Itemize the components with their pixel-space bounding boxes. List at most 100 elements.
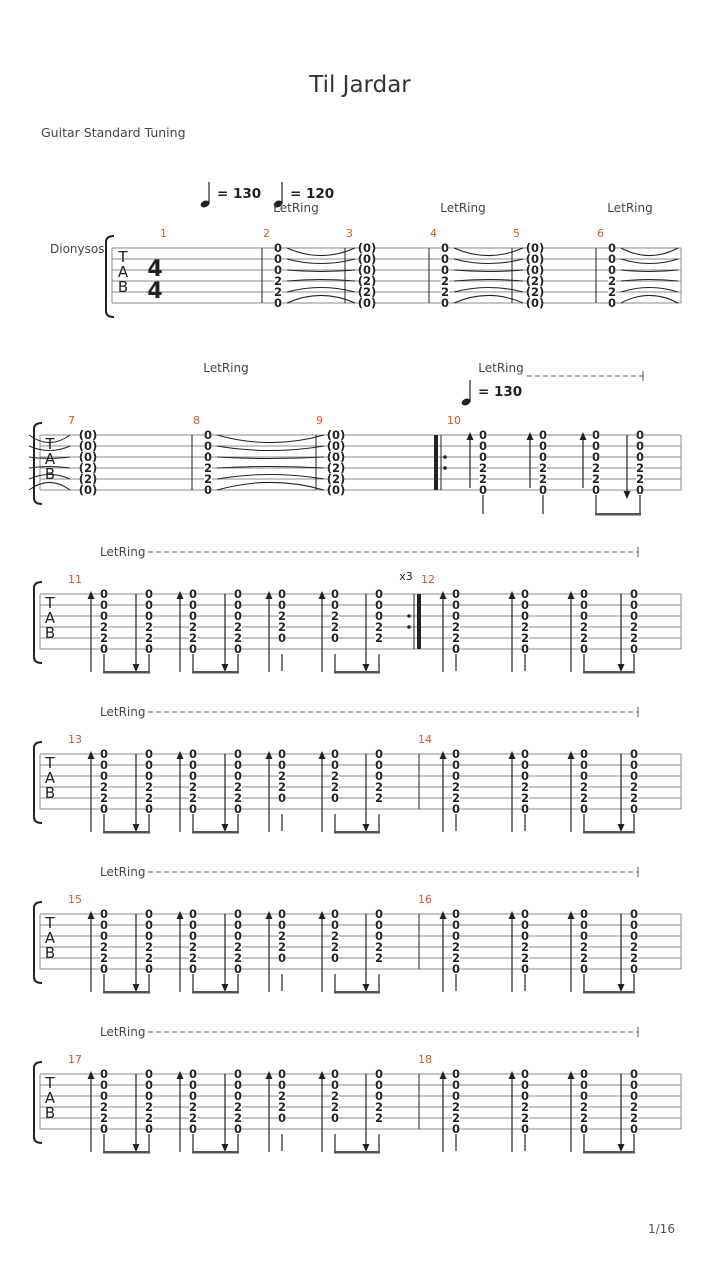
fret-number: 0	[145, 962, 153, 976]
let-ring-tie	[216, 473, 325, 480]
downstroke-arrow-icon	[132, 664, 140, 672]
fret-bg	[145, 770, 153, 782]
fret-bg	[189, 792, 197, 804]
fret-number: 0	[539, 450, 547, 464]
let-ring-tie	[28, 434, 71, 444]
fret-bg	[100, 792, 108, 804]
fret-number: 0	[630, 1122, 638, 1136]
let-ring-label: LetRing	[100, 865, 145, 879]
fret-bg	[145, 1123, 153, 1135]
measure-number: 6	[597, 227, 604, 240]
fret-number: (2)	[358, 285, 377, 299]
fret-number: 0	[331, 747, 339, 761]
fret-bg	[274, 275, 282, 287]
let-ring-tie	[620, 294, 679, 304]
fret-bg	[527, 264, 543, 276]
fret-bg	[375, 632, 383, 644]
fret-number: 2	[521, 631, 529, 645]
fret-number: 0	[189, 918, 197, 932]
fret-number: 2	[189, 631, 197, 645]
fret-number: 0	[204, 428, 212, 442]
page-title: Til Jardar	[309, 72, 411, 98]
fret-bg	[452, 941, 460, 953]
fret-bg	[278, 930, 286, 942]
fret-number: 0	[145, 1122, 153, 1136]
fret-bg	[636, 440, 644, 452]
measure-number: 5	[513, 227, 520, 240]
let-ring-label: LetRing	[100, 705, 145, 719]
fret-bg	[278, 952, 286, 964]
fret-bg	[328, 462, 344, 474]
fret-bg	[331, 1101, 339, 1113]
fret-number: 0	[521, 1067, 529, 1081]
staff-bracket	[33, 422, 43, 505]
fret-number: 2	[145, 631, 153, 645]
fret-number: 0	[375, 747, 383, 761]
tempo-note-icon	[461, 398, 471, 406]
fret-bg	[331, 621, 339, 633]
upstroke-arrow-icon	[579, 432, 587, 440]
fret-bg	[479, 451, 487, 463]
fret-number: 2	[630, 791, 638, 805]
fret-bg	[527, 275, 543, 287]
downstroke-arrow-icon	[362, 1144, 370, 1152]
fret-number: 0	[630, 929, 638, 943]
let-ring-tie	[286, 287, 356, 293]
fret-number: 0	[630, 769, 638, 783]
fret-bg	[145, 803, 153, 815]
fret-bg	[375, 1079, 383, 1091]
fret-bg	[234, 1101, 242, 1113]
fret-bg	[359, 275, 375, 287]
fret-bg	[636, 473, 644, 485]
fret-number: 0	[145, 1089, 153, 1103]
fret-number: 2	[278, 1089, 286, 1103]
fret-number: 0	[441, 241, 449, 255]
fret-number: (2)	[526, 285, 545, 299]
fret-number: 0	[580, 769, 588, 783]
fret-bg	[145, 1112, 153, 1124]
fret-bg	[189, 759, 197, 771]
fret-number: 0	[452, 1078, 460, 1092]
downstroke-arrow-icon	[221, 664, 229, 672]
fret-number: 0	[331, 758, 339, 772]
fret-bg	[189, 588, 197, 600]
upstroke-arrow-icon	[439, 591, 447, 599]
fret-number: (0)	[526, 263, 545, 277]
fret-number: 0	[630, 609, 638, 623]
fret-bg	[274, 264, 282, 276]
fret-number: 0	[278, 758, 286, 772]
fret-number: 0	[592, 428, 600, 442]
fret-number: 0	[278, 587, 286, 601]
fret-number: 0	[100, 1089, 108, 1103]
fret-number: 0	[278, 951, 286, 965]
fret-bg	[189, 643, 197, 655]
fret-number: 0	[521, 1078, 529, 1092]
fret-number: 0	[100, 1067, 108, 1081]
fret-number: 0	[234, 747, 242, 761]
repeat-dot	[407, 614, 411, 618]
fret-bg	[630, 588, 638, 600]
fret-bg	[204, 462, 212, 474]
fret-number: 0	[145, 929, 153, 943]
fret-number: 0	[278, 1067, 286, 1081]
fret-number: 0	[636, 483, 644, 497]
downstroke-arrow-icon	[221, 1144, 229, 1152]
tab-clef-letter: T	[44, 594, 55, 612]
staff-bracket	[33, 1061, 43, 1144]
fret-bg	[580, 963, 588, 975]
fret-bg	[278, 748, 286, 760]
fret-bg	[145, 748, 153, 760]
fret-bg	[274, 253, 282, 265]
tab-clef-letter: B	[45, 944, 55, 962]
fret-bg	[278, 919, 286, 931]
fret-bg	[375, 610, 383, 622]
fret-number: 0	[234, 802, 242, 816]
fret-number: 2	[234, 1111, 242, 1125]
fret-bg	[580, 1123, 588, 1135]
fret-bg	[234, 1090, 242, 1102]
fret-bg	[100, 1068, 108, 1080]
fret-bg	[145, 781, 153, 793]
downstroke-arrow-icon	[617, 664, 625, 672]
tempo-mark: = 130	[478, 384, 522, 400]
